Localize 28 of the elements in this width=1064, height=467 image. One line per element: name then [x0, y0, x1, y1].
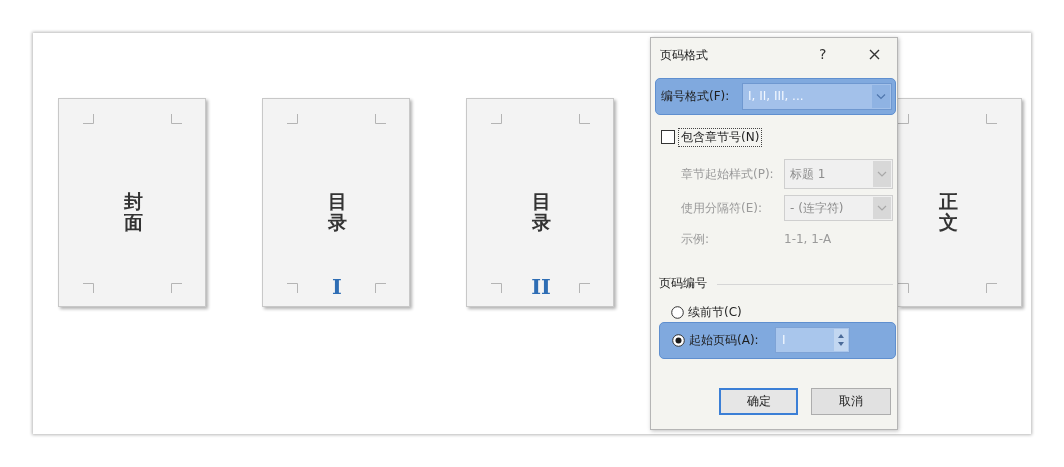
- dropdown: - (连字符): [784, 195, 893, 221]
- page-title: 目录: [327, 191, 347, 233]
- page-card: [262, 98, 410, 307]
- dialog-window: [650, 37, 898, 430]
- checkbox-label: 包含章节号(N): [678, 128, 763, 147]
- page-card: [58, 98, 206, 307]
- field-label: 编号格式(F):: [661, 88, 730, 105]
- field-label: 使用分隔符(E):: [681, 200, 762, 217]
- page-number: I: [332, 275, 342, 297]
- section-heading: 页码编号: [659, 275, 707, 292]
- page-card: [898, 98, 1022, 307]
- example-text: 1-1, 1-A: [784, 231, 832, 248]
- help-label: ?: [819, 46, 827, 63]
- radio-label: 起始页码(A):: [689, 332, 759, 349]
- spin-field: I: [775, 327, 850, 353]
- field-label: 示例:: [681, 231, 710, 248]
- page-title: 封面: [123, 191, 143, 233]
- dropdown: I, II, III, ...: [742, 83, 892, 110]
- page-number: II: [531, 275, 551, 297]
- dialog-title: 页码格式: [660, 47, 708, 63]
- radio-label: 续前节(C): [688, 304, 742, 321]
- cancel-button: 取消: [811, 388, 891, 415]
- dropdown: 标题 1: [784, 159, 893, 189]
- page-title: 正文: [938, 191, 958, 233]
- field-label: 章节起始样式(P):: [681, 166, 774, 183]
- page-title: 目录: [531, 191, 551, 233]
- page-card: [466, 98, 614, 307]
- ok-button: 确定: [719, 388, 798, 415]
